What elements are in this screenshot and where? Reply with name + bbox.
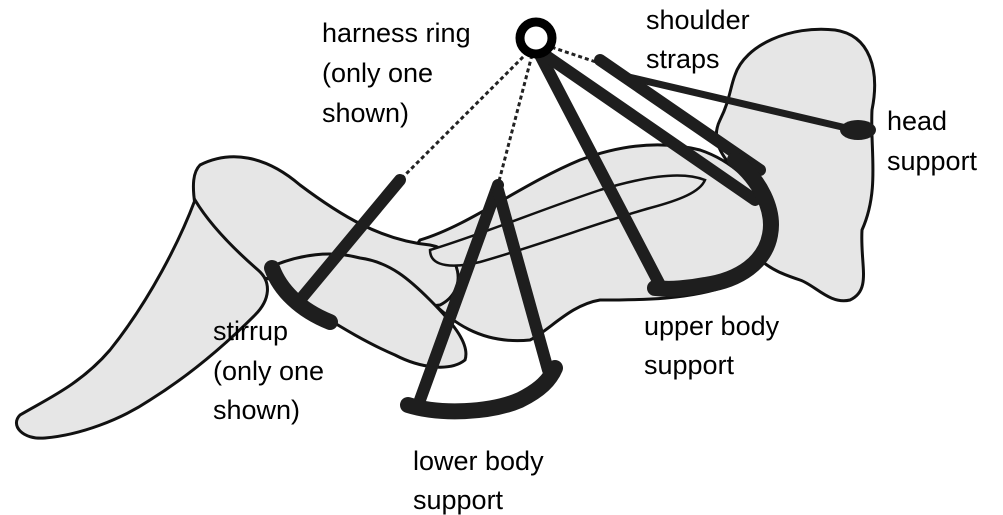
head-support-pad <box>840 120 876 140</box>
label-harness-ring: harness ring (only one shown) <box>322 18 478 128</box>
label-head-support: head support <box>887 106 978 176</box>
label-lower-body-support: lower body support <box>413 446 551 515</box>
harness-ring-icon <box>520 22 552 54</box>
label-stirrup: stirrup (only one shown) <box>213 316 332 425</box>
label-upper-body-support: upper body support <box>644 311 787 380</box>
